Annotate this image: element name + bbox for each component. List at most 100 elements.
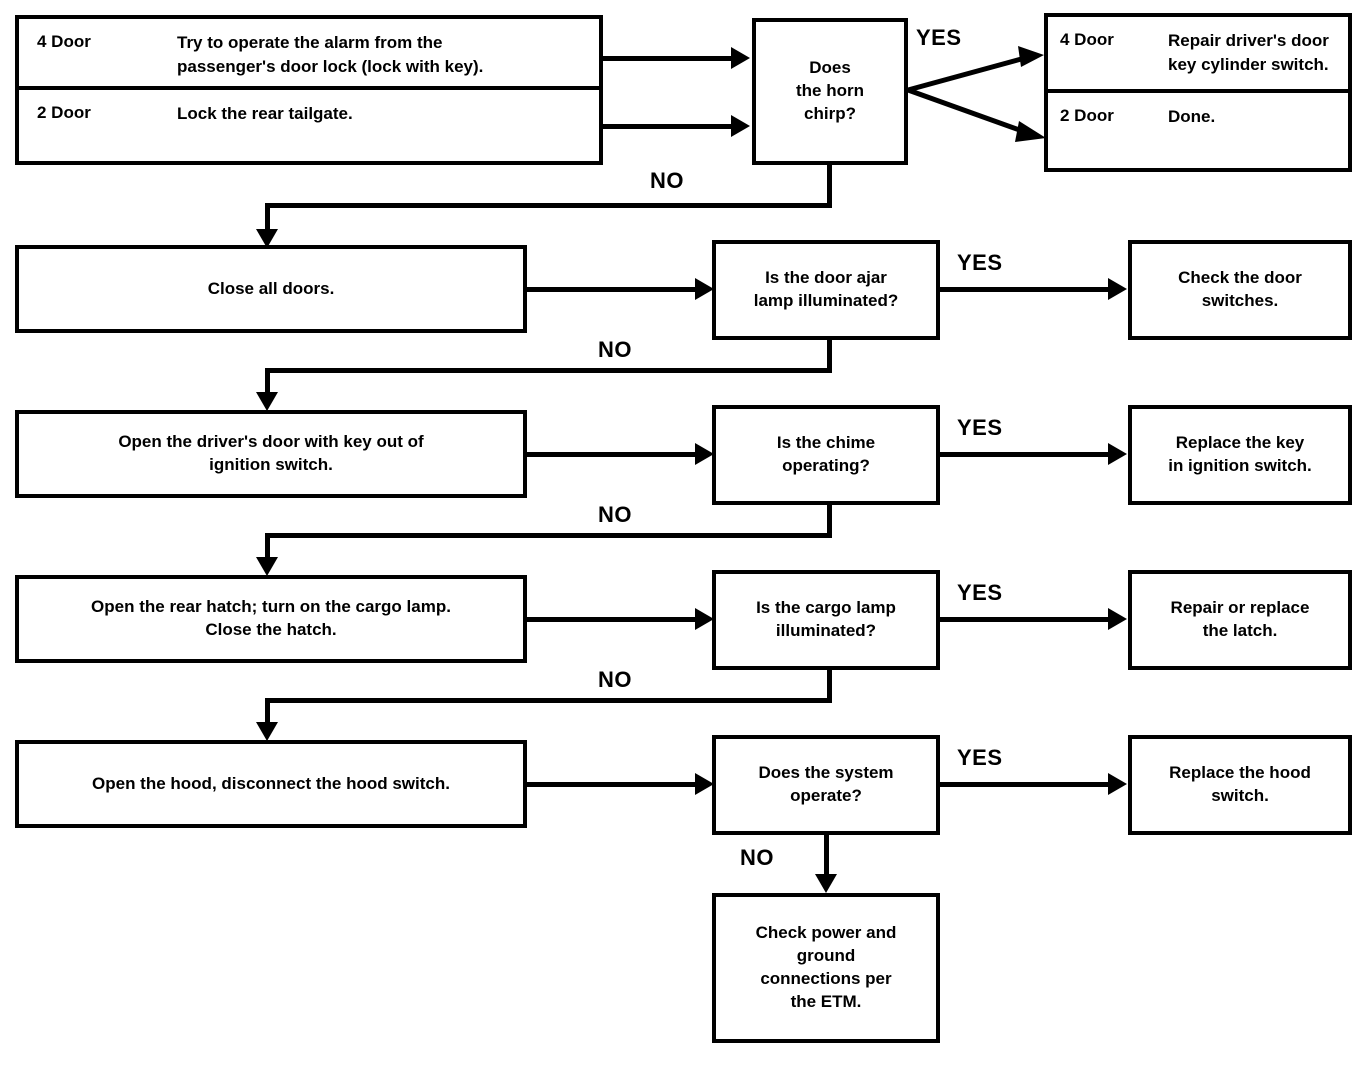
horn-yes-branch-lines: [907, 46, 1046, 142]
arrowhead-start2door-to-horn: [731, 115, 750, 137]
connector-start2door-to-horn: [603, 124, 733, 129]
node-close-doors: Close all doors.: [15, 245, 527, 333]
no1-segment-left: [265, 203, 832, 208]
latch-line2: the latch.: [1202, 621, 1278, 640]
check-door-line2: switches.: [1201, 291, 1279, 310]
node-open-rear-hatch: Open the rear hatch; turn on the cargo l…: [15, 575, 527, 663]
node-open-hood: Open the hood, disconnect the hood switc…: [15, 740, 527, 828]
edge-label-yes-2: YES: [957, 250, 1003, 275]
connector-driver-door-to-chime: [527, 452, 709, 457]
horn-result-4door-text: Repair driver's door key cylinder switch…: [1168, 29, 1348, 77]
arrowhead-ajar-yes: [1108, 278, 1127, 300]
start-step-4door-row: 4 Door Try to operate the alarm from the…: [19, 19, 599, 90]
edge-label-yes-1: YES: [916, 25, 962, 50]
start-step-4door-tag: 4 Door: [37, 32, 91, 51]
no3-segment-left: [265, 533, 832, 538]
open-rear-hatch-text: Open the rear hatch; turn on the cargo l…: [81, 596, 461, 642]
node-check-door-switches: Check the door switches.: [1128, 240, 1352, 340]
connector-system-yes: [940, 782, 1120, 787]
chime-line1: Is the chime: [776, 433, 876, 453]
node-replace-key: Replace the key in ignition switch.: [1128, 405, 1352, 505]
no1-segment-down: [827, 165, 832, 207]
node-replace-hood-switch: Replace the hood switch.: [1128, 735, 1352, 835]
edge-label-no-3: NO: [598, 502, 632, 527]
start-step-4door-text: Try to operate the alarm from the passen…: [177, 31, 599, 79]
horn-decision-line2: the horn: [796, 81, 864, 101]
no4-segment-to-box: [265, 698, 270, 732]
no2-segment-left: [265, 368, 832, 373]
replace-key-line2: in ignition switch.: [1168, 456, 1312, 475]
close-doors-text: Close all doors.: [207, 278, 335, 298]
start-step-2door-text: Lock the rear tailgate.: [177, 104, 353, 123]
start-step-4door-line1: Try to operate the alarm from the: [177, 33, 443, 52]
arrowhead-no1: [256, 229, 278, 248]
no4-segment-left: [265, 698, 832, 703]
horn-result-2door-row: 2 Door Done.: [1048, 93, 1348, 169]
edge-label-yes-3: YES: [957, 415, 1003, 440]
start-step-2door-tag: 2 Door: [37, 103, 91, 122]
node-horn-yes-result: 4 Door Repair driver's door key cylinder…: [1044, 13, 1352, 172]
check-door-switches-text: Check the door switches.: [1168, 267, 1312, 313]
replace-hood-line2: switch.: [1211, 786, 1269, 805]
latch-line1: Repair or replace: [1170, 598, 1310, 618]
node-check-power-ground: Check power and ground connections per t…: [712, 893, 940, 1043]
etm-line1: Check power and: [755, 923, 897, 943]
node-door-ajar-decision: Is the door ajar lamp illuminated?: [712, 240, 940, 340]
node-chime-decision: Is the chime operating?: [712, 405, 940, 505]
arrowhead-system-yes: [1108, 773, 1127, 795]
horn-result-4door-line2: key cylinder switch.: [1168, 54, 1329, 74]
no4-segment-down: [827, 670, 832, 702]
start-step-4door-line2: passenger's door lock (lock with key).: [177, 56, 484, 76]
open-driver-door-text: Open the driver's door with key out of i…: [108, 431, 433, 477]
system-line1: Does the system: [758, 763, 894, 783]
etm-line3: connections per: [760, 969, 892, 988]
check-power-ground-text: Check power and ground connections per t…: [746, 922, 907, 1014]
cargo-lamp-decision-text: Is the cargo lamp illuminated?: [746, 597, 906, 643]
edge-label-no-1: NO: [650, 168, 684, 193]
arrowhead-no4: [256, 722, 278, 741]
hatch-line1: Open the rear hatch; turn on the cargo l…: [91, 597, 451, 617]
repair-latch-text: Repair or replace the latch.: [1161, 597, 1320, 643]
open-driver-line1: Open the driver's door with key out of: [118, 432, 424, 452]
horn-result-4door-row: 4 Door Repair driver's door key cylinder…: [1048, 17, 1348, 93]
cargo-line2: illuminated?: [775, 621, 877, 640]
horn-decision-line1: Does: [809, 58, 851, 78]
no3-segment-down: [827, 505, 832, 537]
no5-segment-down: [824, 835, 829, 882]
node-repair-latch: Repair or replace the latch.: [1128, 570, 1352, 670]
open-hood-text: Open the hood, disconnect the hood switc…: [92, 773, 450, 793]
arrowhead-start4door-to-horn: [731, 47, 750, 69]
horn-decision-text: Does the horn chirp?: [786, 57, 874, 126]
no2-segment-down: [827, 340, 832, 372]
arrowhead-driver-door-to-chime: [695, 443, 714, 465]
edge-label-yes-4: YES: [957, 580, 1003, 605]
connector-close-doors-to-ajar: [527, 287, 709, 292]
replace-key-text: Replace the key in ignition switch.: [1158, 432, 1322, 478]
node-open-driver-door: Open the driver's door with key out of i…: [15, 410, 527, 498]
edge-label-no-4: NO: [598, 667, 632, 692]
chime-decision-text: Is the chime operating?: [767, 432, 885, 478]
door-ajar-line1: Is the door ajar: [765, 268, 887, 288]
etm-line4: the ETM.: [790, 991, 862, 1011]
node-horn-decision: Does the horn chirp?: [752, 18, 908, 165]
replace-key-line1: Replace the key: [1175, 433, 1305, 453]
open-driver-line2: ignition switch.: [209, 455, 333, 474]
system-line2: operate?: [790, 786, 862, 805]
horn-result-2door-tag: 2 Door: [1060, 105, 1114, 125]
replace-hood-switch-text: Replace the hood switch.: [1159, 762, 1321, 808]
arrowhead-cargo-yes: [1108, 608, 1127, 630]
no2-segment-to-box: [265, 368, 270, 402]
no3-segment-to-box: [265, 533, 270, 567]
edge-label-yes-5: YES: [957, 745, 1003, 770]
connector-start4door-to-horn: [603, 56, 733, 61]
arrowhead-chime-yes: [1108, 443, 1127, 465]
connector-hood-to-system: [527, 782, 709, 787]
edge-label-no-5: NO: [740, 845, 774, 870]
system-decision-text: Does the system operate?: [748, 762, 903, 808]
node-start-step: 4 Door Try to operate the alarm from the…: [15, 15, 603, 165]
arrowhead-no3: [256, 557, 278, 576]
connector-ajar-yes: [940, 287, 1120, 292]
door-ajar-decision-text: Is the door ajar lamp illuminated?: [744, 267, 909, 313]
replace-hood-line1: Replace the hood: [1169, 763, 1311, 783]
